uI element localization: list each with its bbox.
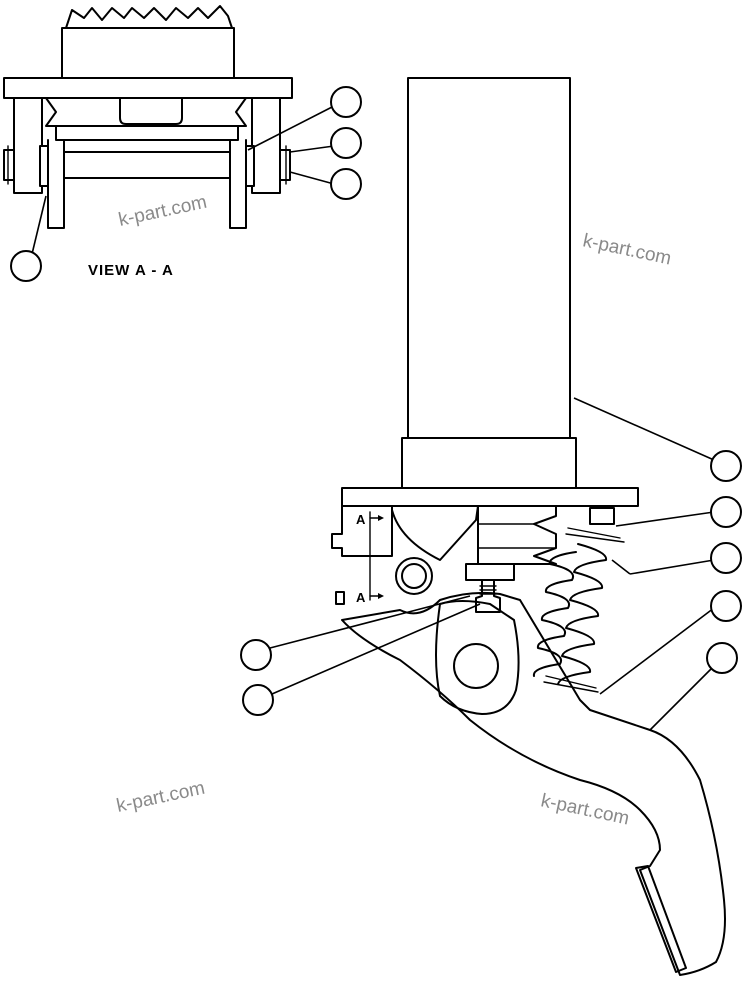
view-a-a-detail: VIEW A - A [3,5,293,279]
section-marker-bottom: A [356,590,366,605]
view-left-nut [3,149,15,181]
leader-2 [289,145,335,153]
callout-circle [330,86,362,118]
leader-7b [629,559,715,575]
adjust-screw-head [465,563,515,581]
view-right-nut [279,149,291,181]
leader-3 [289,171,335,185]
pivot-pin-inner [401,563,427,589]
watermark-text: k-part.com [115,778,207,817]
leader-8 [599,607,715,695]
view-plunger [119,97,183,125]
view-top-block [65,5,233,29]
view-right-washer [245,145,255,187]
spring-stud-top [589,507,615,525]
view-housing [61,27,235,79]
bellows-boot [477,505,557,565]
pedal-lever [341,591,726,976]
callout-circle [240,639,272,671]
leader-9 [649,667,713,731]
callouts [10,86,742,731]
lever-pivot-bore [453,643,499,689]
callout-circle [330,168,362,200]
lever-upper-link [391,505,479,561]
bracket-stop [335,591,345,605]
callout-circle [706,642,738,674]
leader-5 [573,397,715,461]
callout-circle [710,496,742,528]
column-tube [407,77,571,439]
column-base [401,437,577,489]
watermark-text: k-part.com [539,790,631,829]
view-lever-top [55,125,239,141]
adjust-bolt [475,579,501,613]
view-lever-left-leg [47,139,65,229]
leader-10 [269,595,471,649]
pedal-pad [635,865,687,973]
watermark-text: k-part.com [581,230,673,269]
callout-circle [710,542,742,574]
main-assembly: A A [331,77,726,976]
left-bracket [331,505,393,557]
leader-4 [31,195,47,255]
view-pin-shaft [63,151,231,179]
leader-11 [271,603,481,695]
view-bellows [45,97,247,127]
leader-6 [615,511,715,527]
callout-circle [330,127,362,159]
callout-circle [710,590,742,622]
leader-1 [247,105,335,151]
mounting-plate [341,487,639,507]
view-title: VIEW A - A [88,262,174,279]
section-marker-top: A [356,512,366,527]
section-line: A A [356,511,384,605]
watermark-text: k-part.com [117,192,209,231]
lever-hub [435,600,520,715]
leader-7 [611,559,631,575]
view-mounting-plate [3,77,293,99]
callout-circle [10,250,42,282]
callout-circle [242,684,274,716]
view-left-washer [39,145,49,187]
view-lever-right-leg [229,139,247,229]
return-spring [532,527,625,693]
callout-circle [710,450,742,482]
view-left-bracket [13,97,43,194]
